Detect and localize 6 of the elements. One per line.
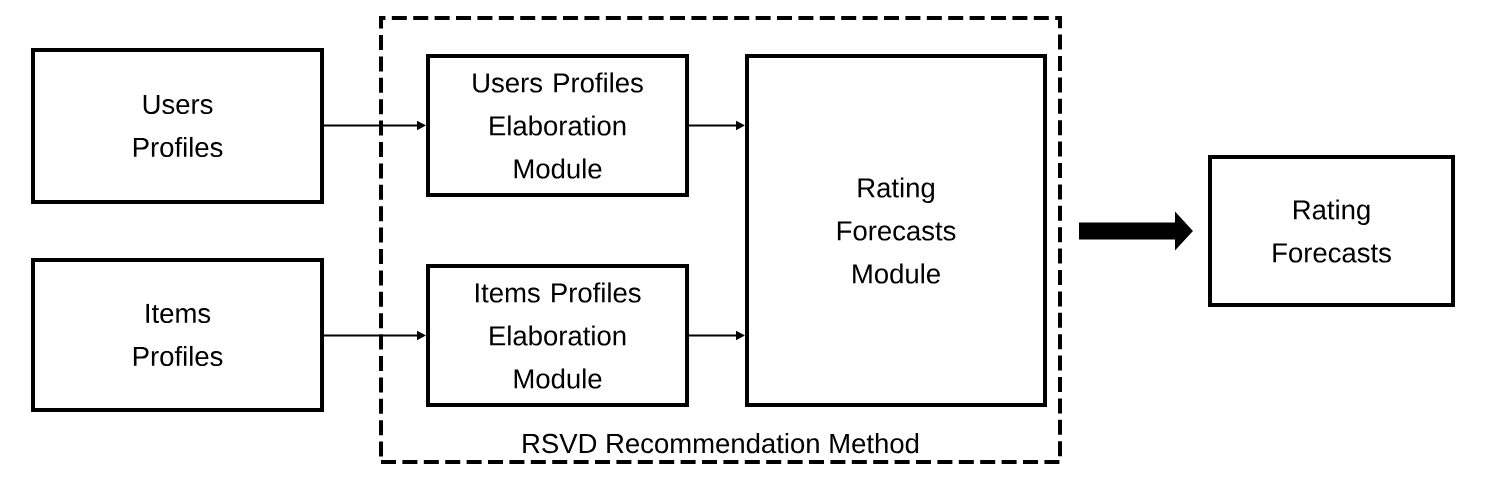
process-box: Users Profiles	[31, 48, 324, 204]
process-box: Users Profiles Elaboration Module	[426, 54, 689, 197]
process-box: Rating Forecasts	[1208, 155, 1455, 307]
process-box: Items Profiles Elaboration Module	[426, 264, 689, 407]
process-box: Items Profiles	[31, 258, 324, 412]
process-box: Rating Forecasts Module	[745, 54, 1047, 407]
